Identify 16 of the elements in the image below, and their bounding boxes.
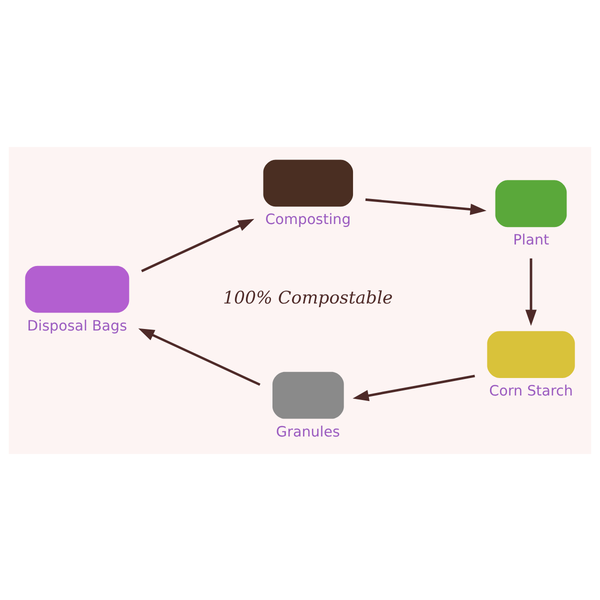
node-box: [263, 159, 354, 206]
node-label: Corn Starch: [489, 383, 573, 400]
arrow: [365, 198, 486, 214]
arrow: [525, 258, 537, 326]
label: 100% Compostable: [222, 288, 393, 308]
node-label: Plant: [513, 232, 550, 248]
arrow: [352, 374, 475, 401]
arrow: [141, 218, 254, 272]
node-label: Disposal Bags: [27, 318, 128, 334]
node-box: [487, 330, 575, 378]
node-label: Composting: [265, 212, 351, 228]
node-box: [272, 371, 344, 418]
node-label: Granules: [276, 424, 340, 440]
arrow: [138, 328, 260, 386]
node-box: [495, 180, 567, 227]
node-box: [25, 265, 130, 312]
